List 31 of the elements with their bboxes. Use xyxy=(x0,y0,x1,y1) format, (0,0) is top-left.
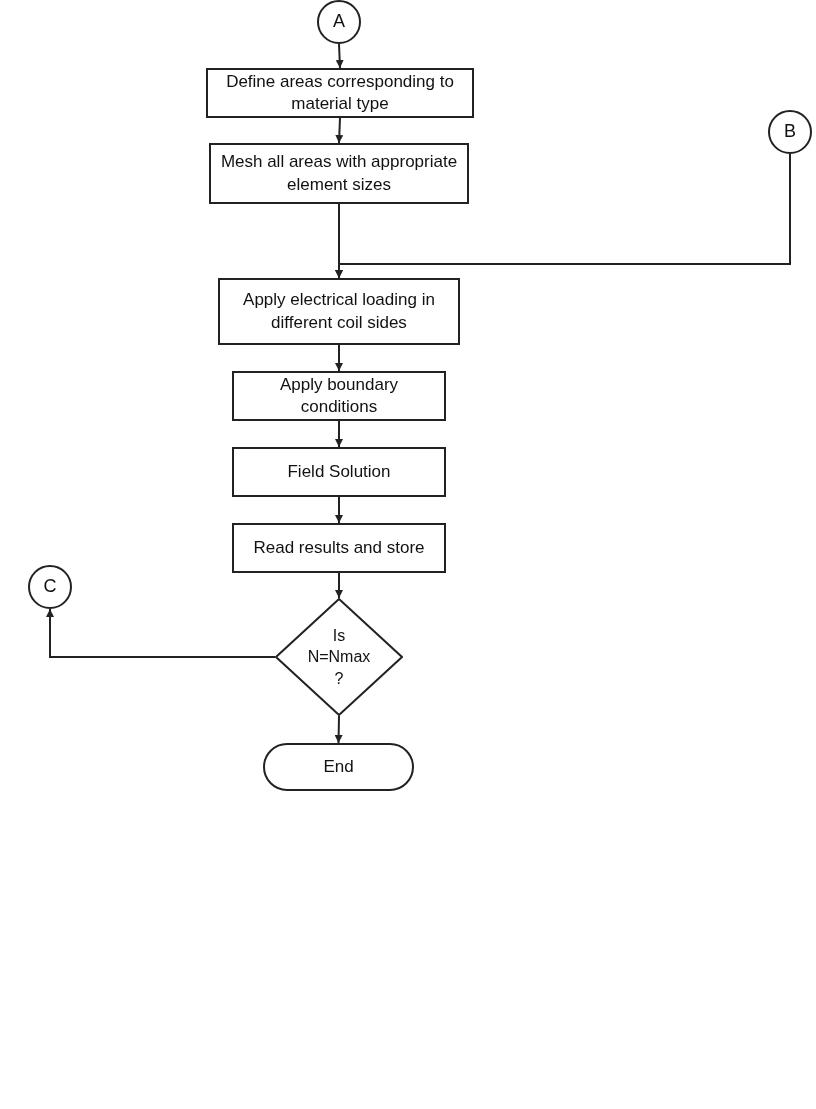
node-label: B xyxy=(783,120,797,144)
process-box xyxy=(209,143,469,204)
node-label: C xyxy=(42,575,58,599)
node-label: Field Solution xyxy=(286,460,392,483)
process-box xyxy=(218,278,460,345)
connector-circle xyxy=(317,0,361,44)
node-label: Is N=Nmax ? xyxy=(307,625,371,689)
node-label: A xyxy=(332,10,346,34)
node-label: Define areas corresponding to material type xyxy=(225,70,455,115)
arrow xyxy=(335,153,791,279)
arrow xyxy=(335,43,344,69)
arrow xyxy=(46,608,276,658)
process-box xyxy=(232,523,446,573)
terminal-box xyxy=(263,743,414,791)
arrow xyxy=(335,117,344,144)
connector-circle xyxy=(768,110,812,154)
connector-circle xyxy=(28,565,72,609)
decision-diamond xyxy=(275,598,403,716)
process-box xyxy=(206,68,474,118)
arrow xyxy=(335,420,343,448)
arrow xyxy=(334,715,343,744)
process-box xyxy=(232,371,446,421)
arrow xyxy=(335,572,343,599)
process-box xyxy=(232,447,446,497)
node-label: Read results and store xyxy=(252,536,426,559)
node-label: End xyxy=(322,755,355,778)
arrow xyxy=(335,344,343,372)
node-label: Apply electrical loading in different coil sides xyxy=(242,289,436,334)
node-label: Apply boundary conditions xyxy=(278,373,400,418)
node-label: Mesh all areas with appropriate element sizes xyxy=(219,151,459,196)
arrow xyxy=(335,496,343,524)
